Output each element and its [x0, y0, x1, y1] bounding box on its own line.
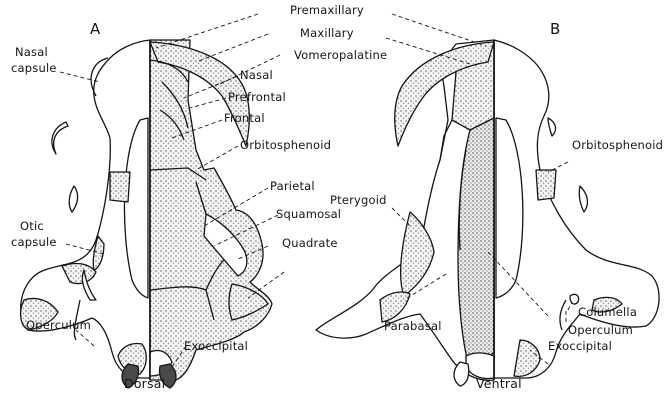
label-operculum-left: Operculum	[26, 320, 91, 332]
label-premaxillary: Premaxillary	[290, 5, 364, 17]
panel-a-letter: A	[90, 22, 100, 37]
label-orbitosphenoid-left: Orbitosphenoid	[240, 140, 331, 152]
label-parabasal: Parabasal	[384, 321, 442, 333]
label-otic-capsule-2: capsule	[11, 237, 57, 249]
label-pterygoid: Pterygoid	[330, 195, 387, 207]
label-nasal-capsule-2: capsule	[11, 63, 57, 75]
left-detached-bone-1	[52, 122, 68, 154]
label-orbitosphenoid-right: Orbitosphenoid	[572, 140, 663, 152]
left-detached-bone-2	[69, 186, 77, 212]
label-parietal: Parietal	[270, 181, 315, 193]
panel-b-caption: Ventral	[476, 378, 522, 391]
label-exoccipital-left: Exoccipital	[184, 341, 248, 353]
right-orbitosphenoid	[536, 170, 556, 200]
panel-b-letter: B	[550, 22, 561, 37]
label-nasal: Nasal	[240, 70, 273, 82]
panel-a-caption: Dorsal	[124, 378, 165, 391]
label-maxillary: Maxillary	[300, 28, 354, 40]
label-vomeropalatine: Vomeropalatine	[294, 50, 387, 62]
label-prefrontal: Prefrontal	[228, 92, 286, 104]
label-operculum-right: Operculum	[568, 325, 633, 337]
label-nasal-capsule-1: Nasal	[15, 47, 48, 59]
label-exoccipital-right: Exoccipital	[548, 341, 612, 353]
label-quadrate: Quadrate	[282, 238, 338, 250]
label-columella: Columella	[578, 307, 637, 319]
label-squamosal: Squamosal	[276, 209, 341, 221]
label-frontal: Frontal	[224, 113, 265, 125]
label-otic-capsule-1: Otic	[20, 221, 44, 233]
